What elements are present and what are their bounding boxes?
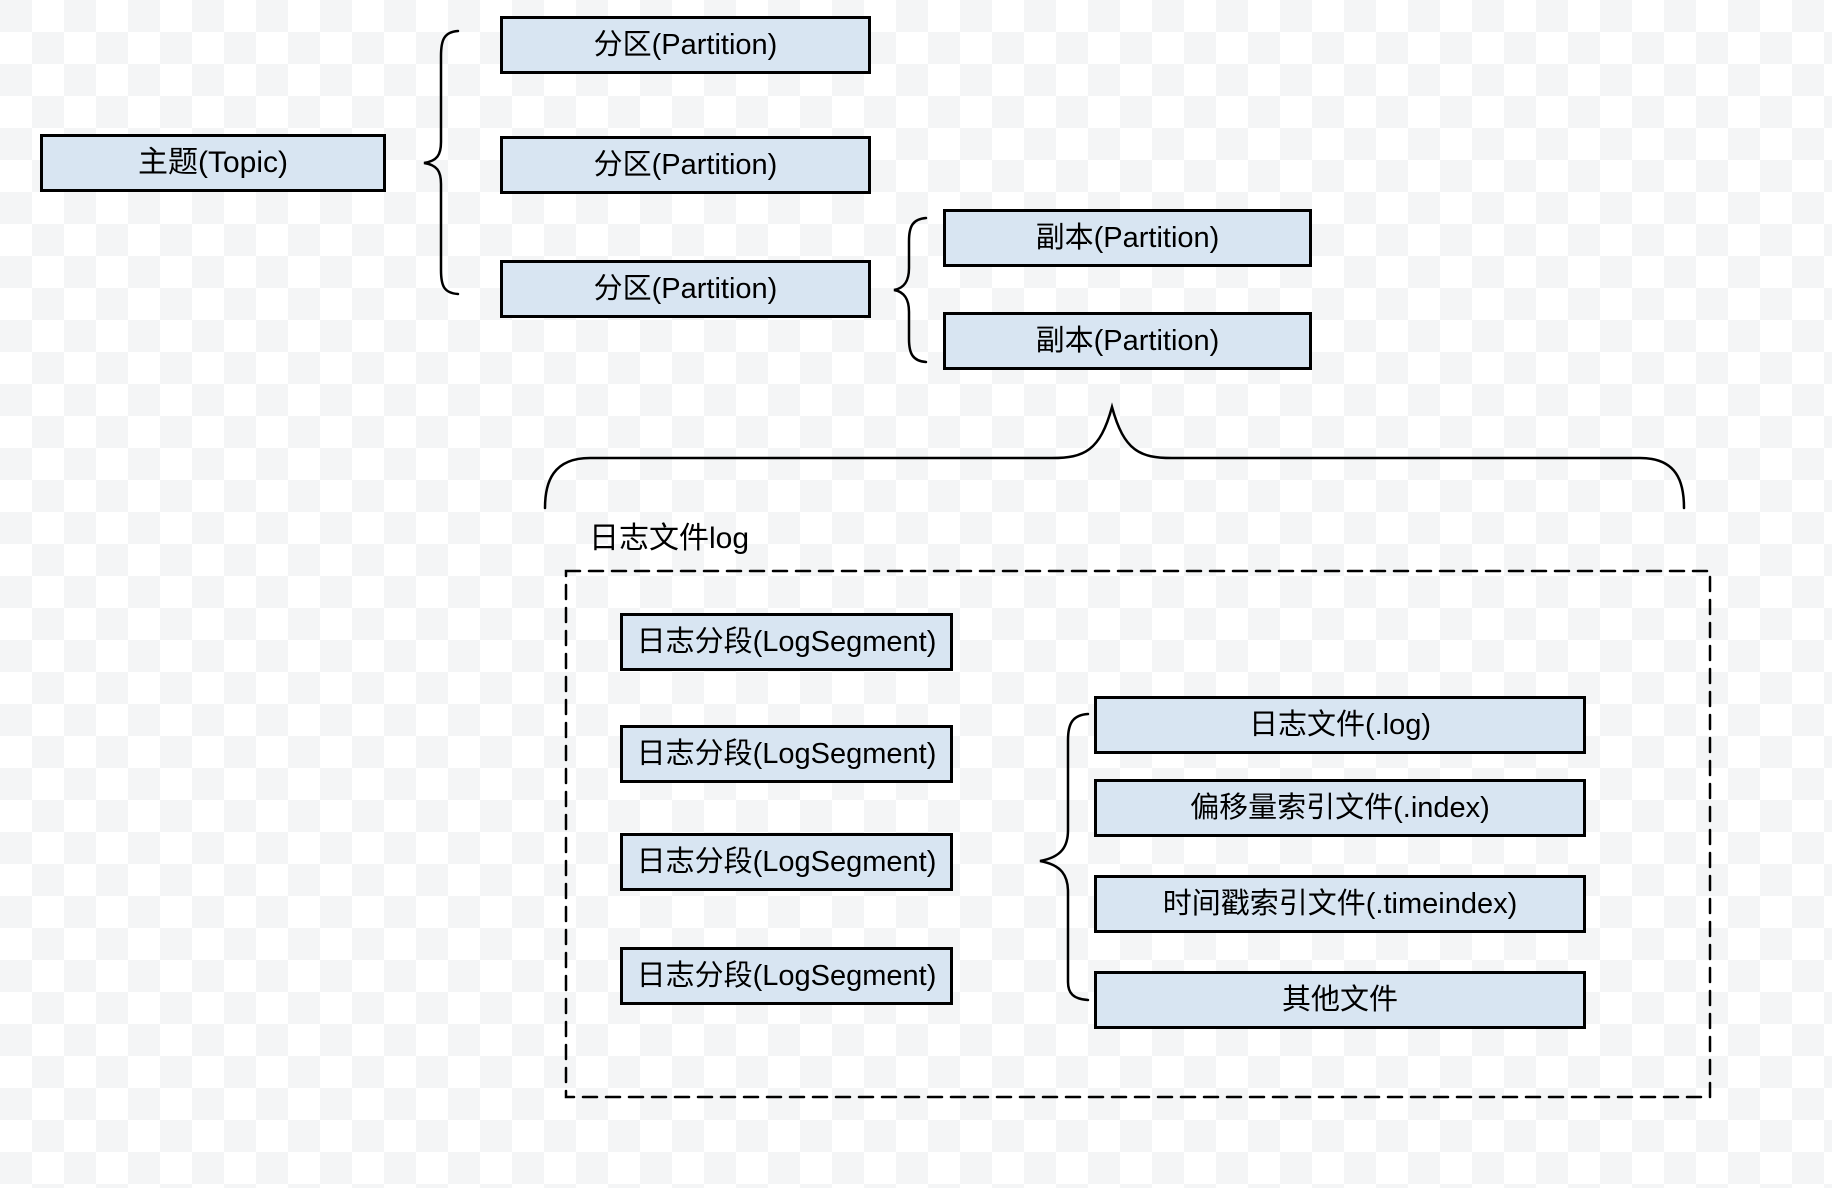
log-segment-box-2: 日志分段(LogSegment) bbox=[620, 725, 953, 783]
partition-box-1: 分区(Partition) bbox=[500, 16, 871, 74]
brace-replicas-to-log bbox=[543, 402, 1686, 510]
partition-box-2: 分区(Partition) bbox=[500, 136, 871, 194]
offset-index-file-box: 偏移量索引文件(.index) bbox=[1094, 779, 1586, 837]
log-segment-box-3: 日志分段(LogSegment) bbox=[620, 833, 953, 891]
log-file-box: 日志文件(.log) bbox=[1094, 696, 1586, 754]
brace-segment-to-files bbox=[1039, 712, 1090, 1002]
replica-box-1: 副本(Partition) bbox=[943, 209, 1312, 267]
other-files-box: 其他文件 bbox=[1094, 971, 1586, 1029]
topic-box: 主题(Topic) bbox=[40, 134, 386, 192]
log-segment-box-4: 日志分段(LogSegment) bbox=[620, 947, 953, 1005]
partition-box-3: 分区(Partition) bbox=[500, 260, 871, 318]
replica-box-2: 副本(Partition) bbox=[943, 312, 1312, 370]
brace-topic-to-partitions bbox=[423, 29, 460, 296]
timestamp-index-file-box: 时间戳索引文件(.timeindex) bbox=[1094, 875, 1586, 933]
log-segment-box-1: 日志分段(LogSegment) bbox=[620, 613, 953, 671]
log-directory-label: 日志文件log bbox=[589, 522, 750, 555]
brace-partition-to-replicas bbox=[893, 216, 928, 364]
